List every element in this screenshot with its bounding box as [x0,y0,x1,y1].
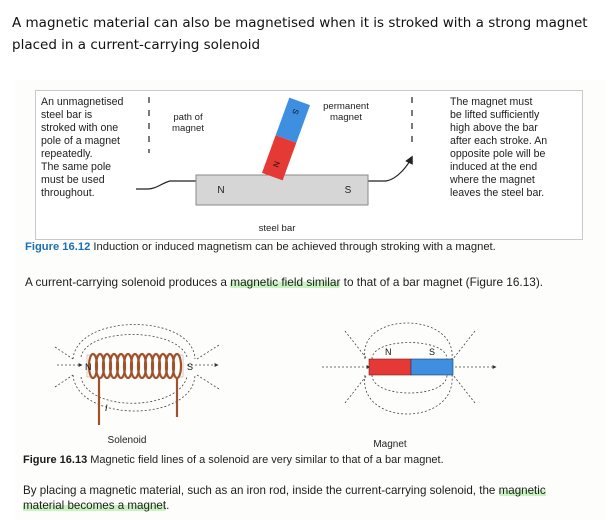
paragraph-solenoid-field: A current-carrying solenoid produces a m… [25,275,545,290]
bar-magnet: N S [368,347,454,376]
bar-magnet-south-half [410,358,454,376]
figure-16-12-caption-text: Induction or induced magnetism can be ac… [90,241,496,253]
figure-16-12: An unmagnetised steel bar is stroked wit… [35,90,583,240]
path-of-magnet-label: path of magnet [172,112,204,134]
magnet-pole-n: N [271,160,282,169]
paragraph-2-text-start: By placing a magnetic material, such as … [23,484,499,497]
stroke-path-right [368,155,413,182]
paragraph-2-text-end: . [166,499,170,512]
bar-magnet-pole-s: S [429,347,435,357]
solenoid-coil: N S I [85,352,193,425]
figure-16-13-caption-text: Magnetic field lines of a solenoid are v… [87,454,444,466]
right-note: The magnet must be lifted sufficiently h… [450,96,548,199]
solenoid-label: Solenoid [107,435,147,446]
solenoid-current-label: I [105,403,108,413]
steel-bar-pole-n: N [217,185,224,196]
figure-16-13-number: Figure 16.13 [23,454,88,466]
magnet-field-lines [322,322,497,415]
figure-16-13-caption: Figure 16.13 Magnetic field lines of a s… [23,453,583,467]
solenoid-pole-n: N [85,362,92,372]
coil-windings [87,352,183,380]
intro-text: A magnetic material can also be magnetis… [12,15,588,53]
textbook-photo: An unmagnetised steel bar is stroked wit… [15,80,605,520]
solenoid-pole-s: S [187,362,193,372]
stroke-path-left [136,180,196,190]
paragraph-1-highlight: magnetic field similar [230,275,341,289]
figure-16-12-caption: Figure 16.12 Induction or induced magnet… [25,240,585,254]
paragraph-1-text-end: to that of a bar magnet (Figure 16.13). [340,275,544,289]
bar-magnet-north-half [368,358,412,376]
left-note: An unmagnetised steel bar is stroked wit… [41,96,124,199]
magnet-pole-s: S [290,108,300,116]
stroking-diagram: N S S N [136,97,413,206]
solenoid-field-lines [54,324,220,412]
magnet-label: Magnet [373,439,407,450]
steel-bar-pole-s: S [345,185,352,196]
steel-bar-label: steel bar [258,223,296,234]
paragraph-magnetise-rod: By placing a magnetic material, such as … [23,483,583,513]
figure-16-12-number: Figure 16.12 [25,241,91,253]
permanent-magnet: S N [261,97,311,181]
permanent-magnet-label: permanent magnet [323,101,369,123]
magnet-red-half [261,135,297,181]
bar-magnet-pole-n: N [385,347,392,357]
paragraph-1-text-start: A current-carrying solenoid produces a [25,275,231,289]
figure-16-13: N S I N S [54,322,497,425]
magnet-blue-half [275,97,311,143]
